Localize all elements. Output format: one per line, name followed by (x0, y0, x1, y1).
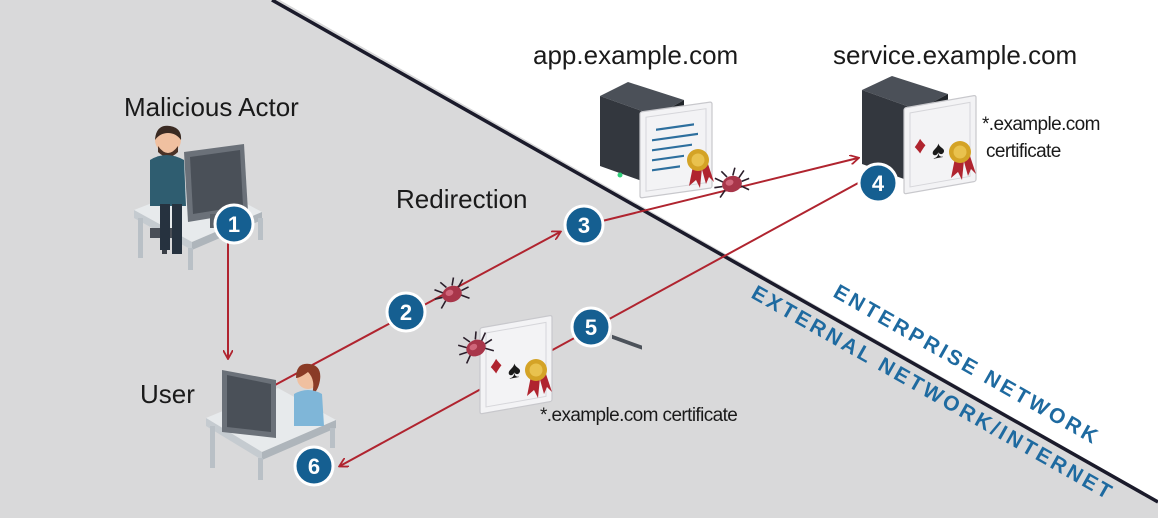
svg-text:♠: ♠ (932, 136, 945, 165)
certificate-icon: ♦ ♠ (479, 314, 553, 415)
redirection-label: Redirection (396, 184, 528, 214)
service-certificate-label-line1: *.example.com (982, 114, 1100, 135)
step-5-number: 5 (585, 315, 597, 340)
step-3-number: 3 (578, 213, 590, 238)
svg-text:♦: ♦ (914, 131, 926, 160)
app-server-label: app.example.com (533, 40, 738, 70)
step-6-badge (293, 445, 335, 487)
person-at-computer-icon (206, 363, 336, 480)
user-workstation: 6 User (140, 363, 336, 487)
forged-certificate-label: *.example.com certificate (540, 405, 737, 426)
step-4-badge (857, 162, 899, 204)
step-1-number: 1 (228, 212, 240, 237)
step-2-badge (385, 291, 427, 333)
certificate-icon (639, 101, 713, 199)
step-1-badge (213, 203, 255, 245)
service-server-label: service.example.com (833, 40, 1077, 70)
step-5-badge (570, 306, 612, 348)
forged-certificate: ♦ ♠ *.example.com certificate (452, 314, 738, 426)
certificate-icon: ♦ ♠ (903, 94, 977, 195)
step-4-number: 4 (872, 171, 885, 196)
step-6-number: 6 (308, 454, 320, 479)
network-boundary-line (271, 0, 1158, 504)
svg-text:♠: ♠ (508, 356, 521, 385)
malicious-actor-label: Malicious Actor (124, 92, 299, 122)
step-3-badge (563, 204, 605, 246)
person-at-computer-icon (134, 125, 263, 270)
svg-text:♦: ♦ (490, 351, 502, 380)
step-2-number: 2 (400, 300, 412, 325)
service-certificate-label-line2: certificate (986, 141, 1061, 162)
app-server: app.example.com (533, 40, 738, 350)
malicious-actor-workstation: 1 Malicious Actor (124, 92, 299, 270)
user-label: User (140, 379, 195, 409)
service-server: ♦ ♠ 4 service.example.com *.example.com … (833, 40, 1100, 204)
